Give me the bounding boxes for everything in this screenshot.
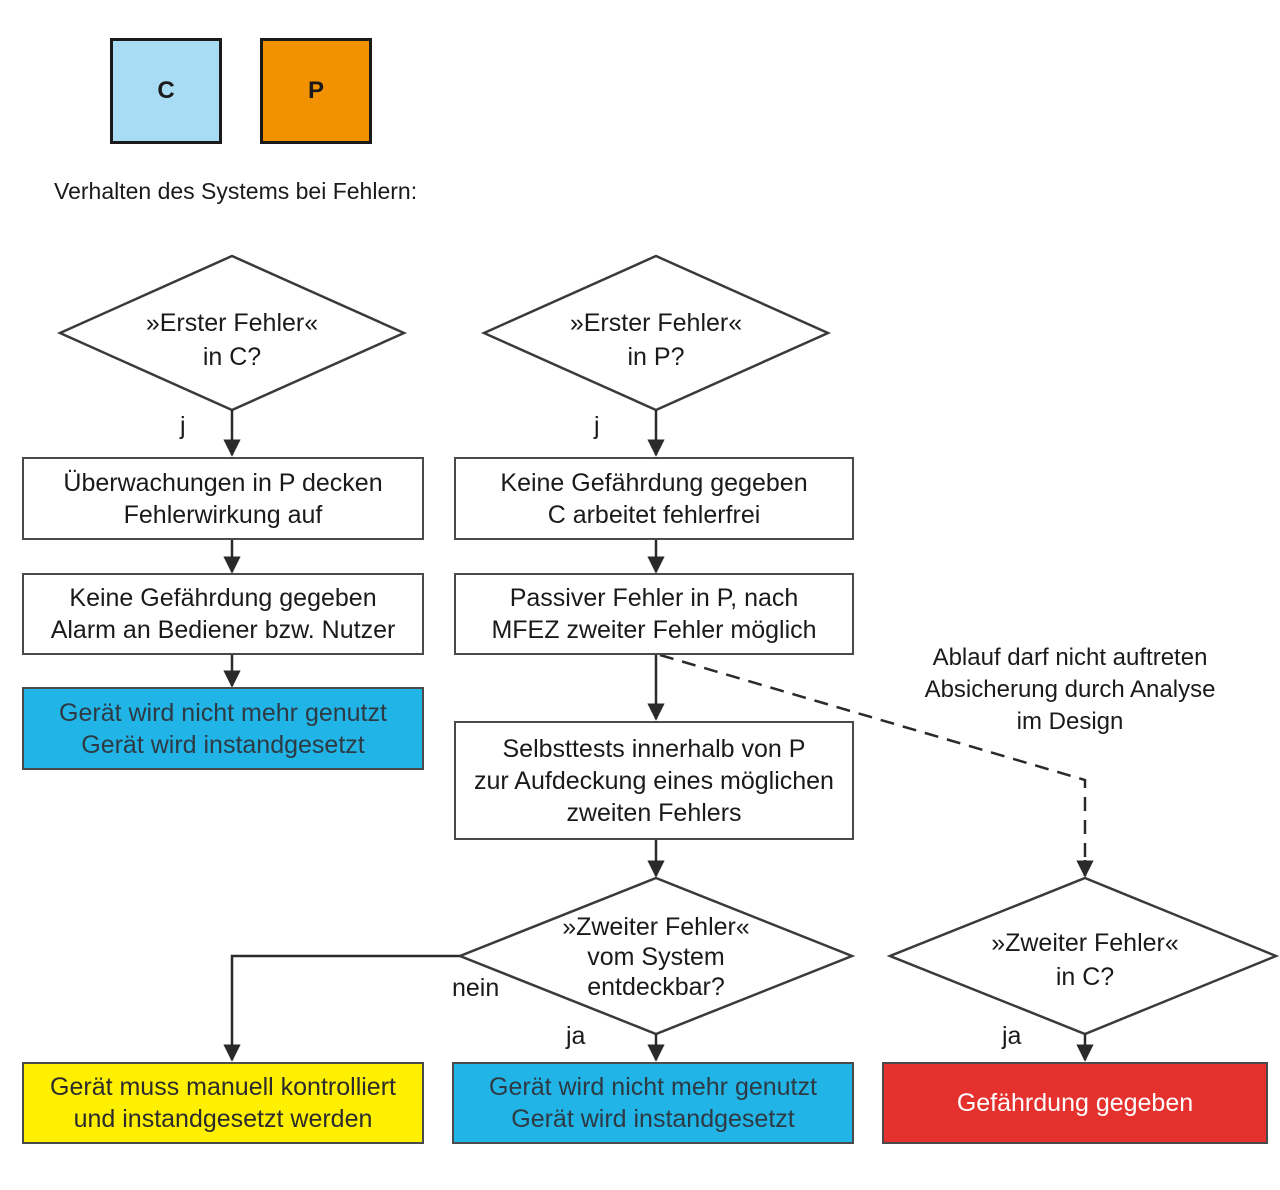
box-self-tests: Selbsttests innerhalb von P zur Aufdecku…: [454, 721, 854, 840]
box-no-hazard-alarm-text: Keine Gefährdung gegeben Alarm an Bedien…: [50, 584, 396, 644]
annotation-dashed-path: Ablauf darf nicht auftreten Absicherung …: [924, 644, 1216, 735]
box-no-hazard-c-ok: Keine Gefährdung gegeben C arbeitet fehl…: [454, 457, 854, 540]
box-no-hazard-alarm: Keine Gefährdung gegeben Alarm an Bedien…: [22, 573, 424, 655]
box-passive-fault-in-p: Passiver Fehler in P, nach MFEZ zweiter …: [454, 573, 854, 655]
legend-c-swatch: C: [110, 38, 222, 144]
box-monitoring-in-p-text: Überwachungen in P decken Fehlerwirkung …: [63, 468, 383, 529]
edge-label-ja-middle: ja: [566, 1022, 586, 1050]
legend-p-swatch: P: [260, 38, 372, 144]
box-monitoring-in-p: Überwachungen in P decken Fehlerwirkung …: [22, 457, 424, 540]
box-hazard-given-text: Gefährdung gegeben: [956, 1089, 1194, 1117]
box-no-hazard-c-ok-text: Keine Gefährdung gegeben C arbeitet fehl…: [500, 468, 808, 529]
box-hazard-given: Gefährdung gegeben: [882, 1062, 1268, 1144]
legend-p-label: P: [307, 77, 324, 104]
box-device-out-of-use-middle-text: Gerät wird nicht mehr genutzt Gerät wird…: [489, 1073, 817, 1133]
edge-label-ja-right: ja: [1002, 1022, 1022, 1050]
box-manual-check-text: Gerät muss manuell kontrolliert und inst…: [50, 1073, 396, 1133]
box-device-out-of-use-middle: Gerät wird nicht mehr genutzt Gerät wird…: [452, 1062, 854, 1144]
decision-first-fault-p-text: »Erster Fehler« in P?: [569, 309, 743, 371]
edge-label-nein: nein: [452, 974, 500, 1002]
edge-label-j-left: j: [180, 412, 186, 440]
box-self-tests-text: Selbsttests innerhalb von P zur Aufdecku…: [474, 734, 834, 827]
decision-first-fault-c-text: »Erster Fehler« in C?: [145, 309, 319, 371]
box-device-out-of-use-left: Gerät wird nicht mehr genutzt Gerät wird…: [22, 687, 424, 770]
box-manual-check: Gerät muss manuell kontrolliert und inst…: [22, 1062, 424, 1144]
diagram-heading: Verhalten des Systems bei Fehlern:: [54, 178, 418, 204]
edge-label-j-middle: j: [594, 412, 600, 440]
box-passive-fault-in-p-text: Passiver Fehler in P, nach MFEZ zweiter …: [491, 584, 817, 644]
decision-second-fault-detectable-text: »Zweiter Fehler« vom System entdeckbar?: [562, 913, 750, 1001]
legend-c-label: C: [157, 77, 175, 104]
decision-second-fault-c-text: »Zweiter Fehler« in C?: [991, 929, 1179, 991]
box-device-out-of-use-left-text: Gerät wird nicht mehr genutzt Gerät wird…: [59, 698, 387, 759]
